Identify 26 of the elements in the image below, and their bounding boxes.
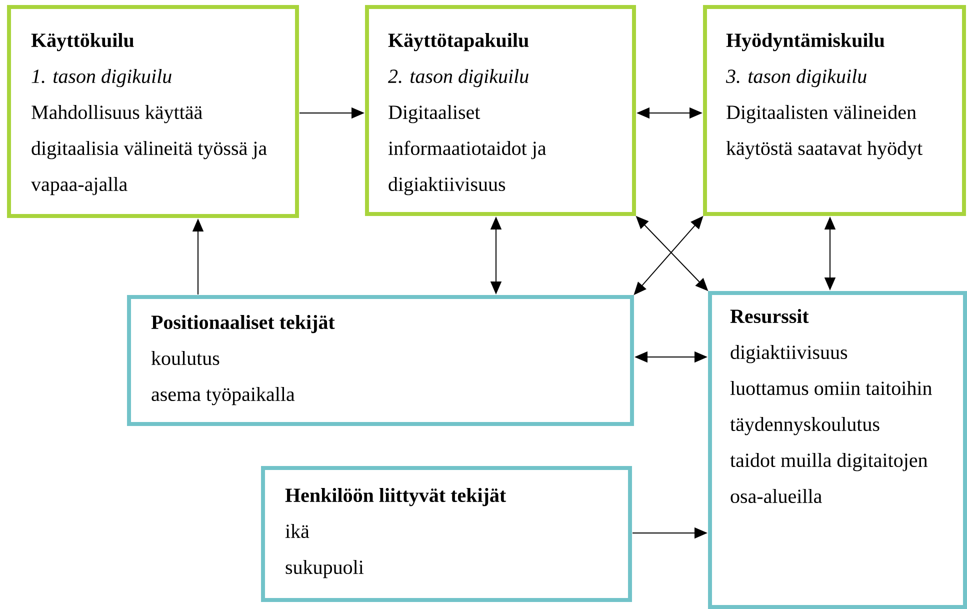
box-text: taidot muilla digitaitojen osa-alueilla xyxy=(730,453,928,504)
box-text: luottamus omiin taitoihin xyxy=(730,381,932,396)
box-heading: Henkilöön liittyvät tekijät xyxy=(285,488,506,506)
gap-box xyxy=(703,5,966,216)
level-subtitle: 2. tason digikuilu xyxy=(388,69,528,88)
box-text: Digitaalisten välineiden käytöstä saatavat hyödyt xyxy=(726,105,923,160)
box-heading: Käyttötapakuilu xyxy=(388,33,529,52)
level-subtitle: 1. tason digikuilu xyxy=(32,69,172,88)
box-heading: Positionaaliset tekijät xyxy=(151,315,335,334)
box-text: Mahdollisuus käyttää digitaalisia välineitä työssä ja vapaa-ajalla xyxy=(31,105,267,196)
gap-box xyxy=(365,5,636,216)
box-text: koulutus xyxy=(151,351,220,366)
box-text: täydennyskoulutus xyxy=(730,417,880,436)
box-text: ikä xyxy=(285,524,310,538)
box-heading: Resurssit xyxy=(730,309,809,324)
gap-box xyxy=(261,466,632,602)
box-text: Digitaaliset informaatiotaidot ja digiaktiivisuus xyxy=(388,105,546,196)
box-text: digiaktiivisuus xyxy=(730,345,848,364)
level-subtitle: 3. tason digikuilu xyxy=(726,69,866,88)
gap-box xyxy=(7,5,299,218)
gap-box xyxy=(708,291,967,609)
box-text: asema työpaikalla xyxy=(152,387,295,406)
box-heading: Käyttökuilu xyxy=(31,33,134,52)
box-text: sukupuoli xyxy=(286,560,364,578)
box-heading: Hyödyntämiskuilu xyxy=(726,33,884,52)
gap-box xyxy=(127,295,634,426)
